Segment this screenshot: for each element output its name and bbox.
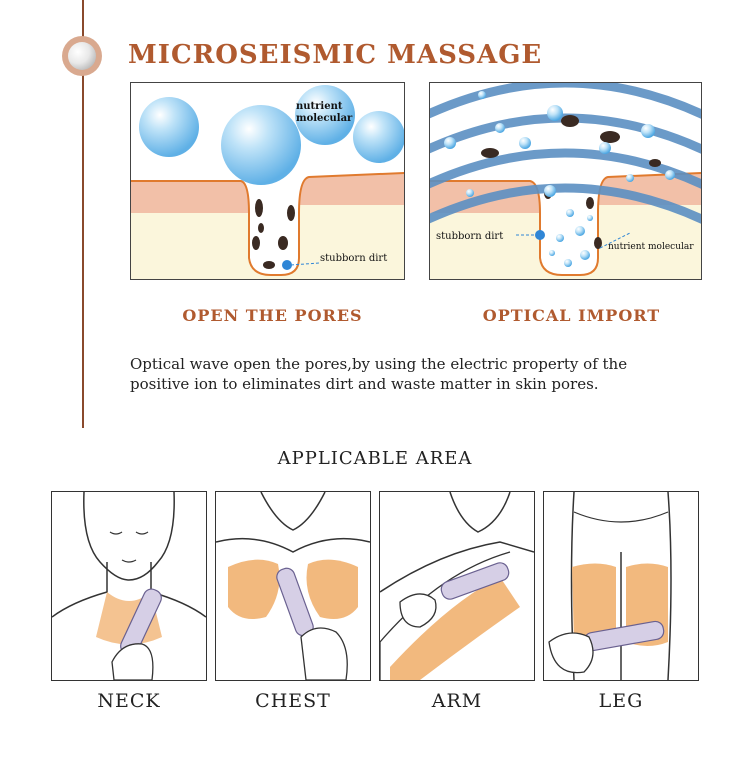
area-chest-illustration <box>215 491 371 681</box>
caption-open-pores: OPEN THE PORES <box>182 306 363 325</box>
area-arm-illustration <box>379 491 535 681</box>
area-label-arm: ARM <box>431 690 483 712</box>
pore-diagram-right: stubborn dirt nutrient molecular <box>430 83 701 279</box>
vertical-divider-line <box>82 0 84 428</box>
section-title: MICROSEISMIC MASSAGE <box>128 40 543 70</box>
description-text: Optical wave open the pores,by using the… <box>130 355 628 393</box>
caption-optical-import: OPTICAL IMPORT <box>482 306 661 325</box>
diagram-open-pores: nutrient molecular stubborn dirt <box>130 82 405 280</box>
pearl-bullet-icon <box>62 36 102 76</box>
area-leg-illustration <box>543 491 699 681</box>
area-label-chest: CHEST <box>255 690 331 712</box>
area-neck-illustration <box>51 491 207 681</box>
nutrient-label-line1: nutrient <box>296 101 343 112</box>
nutrient-label-line2: molecular <box>296 113 353 124</box>
leg-image <box>548 492 672 680</box>
applicable-area-heading: APPLICABLE AREA <box>277 448 473 469</box>
neck-image <box>52 492 206 680</box>
area-label-leg: LEG <box>598 690 644 712</box>
nutrient-label-right: nutrient molecular <box>608 242 694 252</box>
pore-diagram-left: nutrient molecular stubborn dirt <box>131 85 404 279</box>
dirt-label-right: stubborn dirt <box>436 231 503 242</box>
arm-image <box>380 492 534 680</box>
chest-image <box>216 492 370 680</box>
dirt-label: stubborn dirt <box>320 253 387 264</box>
diagram-optical-import: stubborn dirt nutrient molecular <box>429 82 702 280</box>
pearl-inner <box>68 42 96 70</box>
area-label-neck: NECK <box>97 690 161 712</box>
